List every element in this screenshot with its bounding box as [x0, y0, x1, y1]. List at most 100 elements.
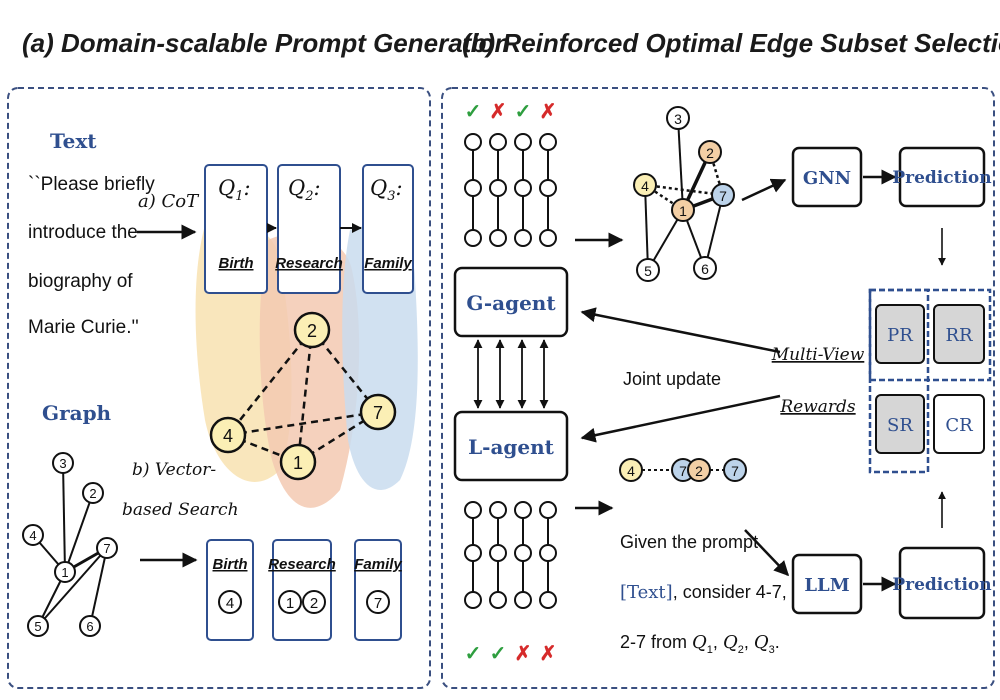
- svg-text:7: 7: [731, 463, 739, 479]
- bottom-mark-3: ✗: [515, 643, 532, 665]
- small-node-2: 2: [82, 482, 104, 504]
- svg-text:Q2:: Q2:: [288, 176, 321, 204]
- bottom-edge-ladder: [464, 501, 557, 609]
- q-box-2: Q2: Research: [275, 164, 343, 294]
- svg-text:2: 2: [89, 486, 96, 501]
- svg-text:G-agent: G-agent: [466, 291, 556, 315]
- svg-text:1: 1: [61, 565, 68, 580]
- graph-to-gnn-arrow: [741, 178, 787, 202]
- node-4-large: 4: [209, 416, 247, 454]
- small-node-6: 6: [79, 615, 101, 637]
- svg-text:4: 4: [226, 595, 234, 612]
- g-agent-box: G-agent: [453, 266, 569, 338]
- graph-node-1: 1: [671, 198, 695, 222]
- svg-text:Family: Family: [354, 556, 402, 573]
- svg-text:1: 1: [679, 203, 687, 219]
- panel-a-frame: [7, 87, 431, 689]
- svg-text:4: 4: [641, 178, 649, 194]
- svg-text:Prediction: Prediction: [892, 168, 991, 188]
- svg-text:7: 7: [679, 463, 687, 479]
- q-word-birth: Birth: [219, 255, 254, 272]
- svg-text:1: 1: [293, 453, 303, 473]
- svg-text:6: 6: [86, 619, 93, 634]
- svg-text:7: 7: [719, 188, 727, 204]
- graph-heading: Graph: [42, 401, 112, 425]
- svg-text:L-agent: L-agent: [468, 435, 555, 459]
- svg-text:6: 6: [701, 261, 709, 277]
- cot-label: a) CoT: [138, 191, 200, 212]
- svg-text:2: 2: [310, 595, 318, 612]
- node-1-large: 1: [279, 443, 317, 481]
- svg-text:SR: SR: [887, 415, 913, 436]
- q-box-1: Q1: Birth: [204, 164, 268, 294]
- bottom-mark-2: ✓: [490, 643, 507, 665]
- svg-text:Research: Research: [268, 556, 336, 573]
- reward-sr: SR: [875, 394, 925, 454]
- svg-text:Prediction: Prediction: [892, 575, 991, 595]
- prompt-line-2: [Text], consider 4-7,: [620, 582, 787, 603]
- text-line-2: introduce the: [28, 222, 138, 243]
- svg-text:7: 7: [374, 595, 382, 612]
- rewards-label-1: Multi-View: [771, 345, 865, 365]
- joint-update-label: Joint update: [623, 369, 721, 389]
- joint-update-arrow-g: [580, 307, 781, 354]
- llm-box: LLM: [791, 553, 863, 615]
- small-node-5: 5: [27, 615, 49, 637]
- joint-update-arrow-l: [580, 394, 781, 443]
- bottom-mark-1: ✓: [465, 643, 482, 665]
- svg-text:5: 5: [644, 263, 652, 279]
- top-mark-1: ✓: [465, 101, 482, 123]
- text-heading: Text: [50, 129, 97, 153]
- svg-text:2: 2: [307, 321, 317, 341]
- small-node-3: 3: [52, 452, 74, 474]
- svg-text:RR: RR: [945, 325, 973, 346]
- top-mark-4: ✗: [540, 101, 557, 123]
- text-line-4: Marie Curie.'': [28, 317, 139, 338]
- svg-text:Birth: Birth: [213, 556, 248, 573]
- svg-text:7: 7: [373, 403, 383, 423]
- text-line-3: biography of: [28, 271, 133, 292]
- node-2-large: 2: [293, 311, 331, 349]
- q-box-3: Q3: Family: [362, 164, 414, 294]
- svg-text:LLM: LLM: [804, 575, 849, 596]
- svg-text:2: 2: [695, 463, 703, 479]
- graph-node-2: 2: [698, 140, 722, 164]
- text-line-1: ``Please briefly: [28, 174, 155, 195]
- graph-node-3: 3: [666, 106, 690, 130]
- reward-pr: PR: [875, 304, 925, 364]
- graph-node-5: 5: [636, 258, 660, 282]
- small-node-7: 7: [96, 537, 118, 559]
- result-box-research: Research 1 2: [268, 539, 336, 641]
- gnn-box: GNN: [791, 146, 863, 208]
- prompt-to-llm-arrow: [744, 529, 790, 577]
- node-7-large: 7: [359, 393, 397, 431]
- reward-cr: CR: [933, 394, 985, 454]
- prompt-line-1: Given the prompt: [620, 532, 758, 552]
- panel-b-title: (b) Reinforced Optimal Edge Subset Selec…: [462, 28, 1000, 58]
- search-label-1: b) Vector-: [132, 460, 216, 480]
- rewards-frame-left: [868, 288, 930, 474]
- svg-text:4: 4: [29, 528, 36, 543]
- graph-node-7: 7: [711, 183, 735, 207]
- result-box-family: Family 7: [354, 539, 402, 641]
- pair-2-7: 2 7: [687, 458, 747, 482]
- top-edge-ladder: [464, 133, 557, 247]
- svg-text:PR: PR: [887, 325, 913, 346]
- small-node-1: 1: [54, 561, 76, 583]
- svg-text:7: 7: [103, 541, 110, 556]
- pair-4-7: 4 7: [619, 458, 695, 482]
- result-box-birth: Birth 4: [206, 539, 254, 641]
- bottom-mark-4: ✗: [540, 643, 557, 665]
- svg-text:3: 3: [59, 456, 66, 471]
- top-mark-3: ✓: [515, 101, 532, 123]
- q-word-research: Research: [275, 255, 343, 272]
- svg-text:GNN: GNN: [803, 168, 851, 189]
- svg-text:Q1:: Q1:: [218, 176, 251, 204]
- prediction-box-bottom: Prediction: [892, 546, 992, 620]
- svg-text:CR: CR: [945, 415, 973, 436]
- prediction-box-top: Prediction: [892, 146, 992, 208]
- svg-text:4: 4: [627, 463, 635, 479]
- graph-node-4: 4: [633, 173, 657, 197]
- search-label-2: based Search: [122, 500, 239, 520]
